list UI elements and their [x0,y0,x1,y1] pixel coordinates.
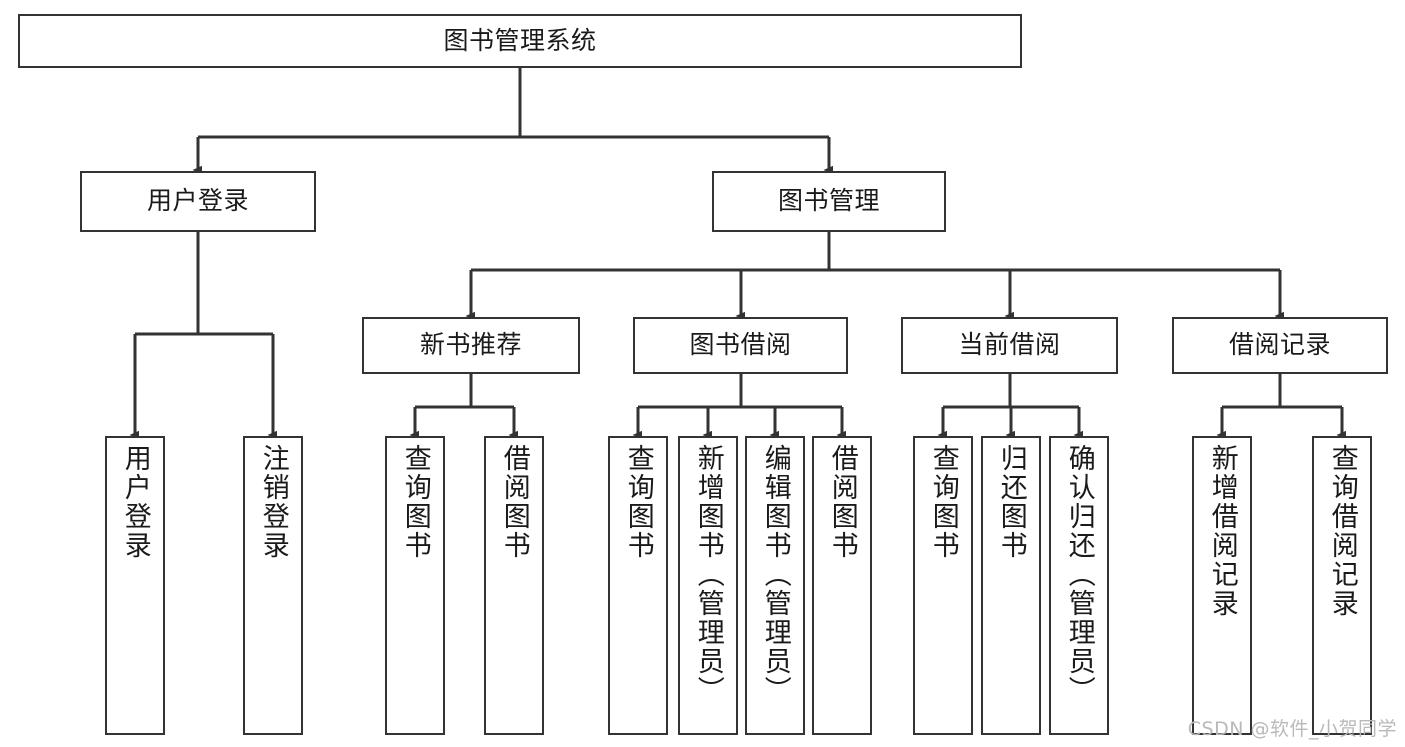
node-leaf4[interactable]: 借阅图书 [484,436,544,735]
node-label: 借阅图书 [498,444,530,560]
node-leaf1[interactable]: 用户登录 [105,436,165,735]
node-label: 新增图书（管理员） [692,444,724,705]
node-current[interactable]: 当前借阅 [901,317,1118,374]
node-leaf6[interactable]: 新增图书（管理员） [678,436,738,735]
node-login[interactable]: 用户登录 [80,171,316,232]
node-leaf10[interactable]: 归还图书 [981,436,1041,735]
node-label: 借阅图书 [826,444,858,560]
node-label: 当前借阅 [958,330,1061,360]
node-leaf12[interactable]: 新增借阅记录 [1192,436,1252,735]
node-leaf8[interactable]: 借阅图书 [812,436,872,735]
node-root[interactable]: 图书管理系统 [18,14,1022,68]
node-label: 图书借阅 [689,330,792,360]
node-label: 确认归还（管理员） [1063,444,1095,705]
node-label: 图书管理系统 [443,25,597,55]
node-leaf13[interactable]: 查询借阅记录 [1312,436,1372,735]
node-leaf11[interactable]: 确认归还（管理员） [1049,436,1109,735]
node-label: 注销登录 [257,444,289,560]
node-label: 新增借阅记录 [1206,444,1238,618]
node-label: 归还图书 [995,444,1027,560]
node-label: 借阅记录 [1228,330,1331,360]
node-leaf9[interactable]: 查询图书 [913,436,973,735]
node-newbook[interactable]: 新书推荐 [362,317,580,374]
node-label: 查询借阅记录 [1326,444,1358,618]
node-label: 新书推荐 [419,330,522,360]
node-leaf2[interactable]: 注销登录 [243,436,303,735]
node-records[interactable]: 借阅记录 [1172,317,1388,374]
node-label: 用户登录 [146,186,249,216]
node-label: 图书管理 [777,186,880,216]
node-leaf5[interactable]: 查询图书 [608,436,668,735]
node-leaf3[interactable]: 查询图书 [385,436,445,735]
node-label: 编辑图书（管理员） [759,444,791,705]
node-leaf7[interactable]: 编辑图书（管理员） [745,436,805,735]
node-label: 查询图书 [622,444,654,560]
node-label: 查询图书 [927,444,959,560]
node-label: 查询图书 [399,444,431,560]
node-bookmgmt[interactable]: 图书管理 [712,171,946,232]
watermark-text: CSDN @软件_小贺同学 [1187,718,1397,740]
node-borrow[interactable]: 图书借阅 [633,317,848,374]
node-label: 用户登录 [119,444,151,560]
